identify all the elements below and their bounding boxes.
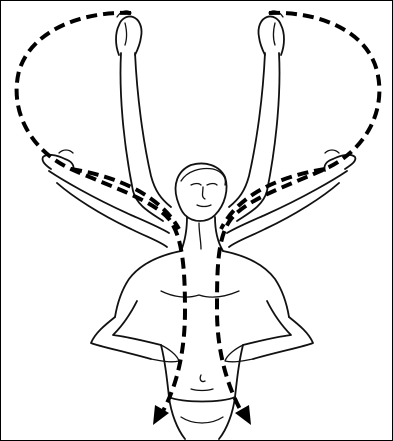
head (176, 164, 227, 252)
right-raised-arm-outer (237, 53, 280, 221)
left-raised-hand (116, 16, 142, 55)
left-bent-arm-outer (91, 317, 151, 359)
mouth (197, 205, 211, 207)
motion-paths (17, 13, 380, 425)
left-raised-arm-inner (135, 53, 171, 207)
left-bent-arm-inner (113, 301, 161, 345)
left-outstretched-arm-lower (57, 183, 167, 247)
right-raised-arm-inner (229, 53, 265, 207)
left-outstretched-arm-upper (49, 171, 169, 233)
briefs-waistband (169, 397, 235, 402)
abdomen-line (191, 389, 213, 391)
left-hand-on-hip (151, 345, 179, 362)
right-waist (235, 345, 243, 397)
briefs-front (181, 417, 223, 423)
hair (181, 169, 225, 186)
right-bent-arm-outer (253, 317, 313, 359)
left-raised-arm-outer (121, 53, 164, 221)
left-shoulder (115, 251, 181, 317)
right-hand-on-hip (225, 345, 253, 362)
left-arrowhead-icon (153, 405, 169, 425)
chest-line (161, 291, 239, 297)
left-waist (161, 345, 169, 397)
eyes (191, 184, 217, 186)
right-bent-arm-inner (243, 301, 291, 345)
right-outstretched-fingers (325, 150, 339, 153)
torso (91, 251, 313, 439)
nose (203, 187, 206, 199)
right-shoulder (223, 251, 289, 317)
right-raised-hand (258, 16, 284, 55)
throat (199, 223, 201, 249)
left-motion-loop (17, 13, 185, 411)
left-outstretched-fingers (59, 150, 73, 153)
navel (200, 375, 205, 382)
